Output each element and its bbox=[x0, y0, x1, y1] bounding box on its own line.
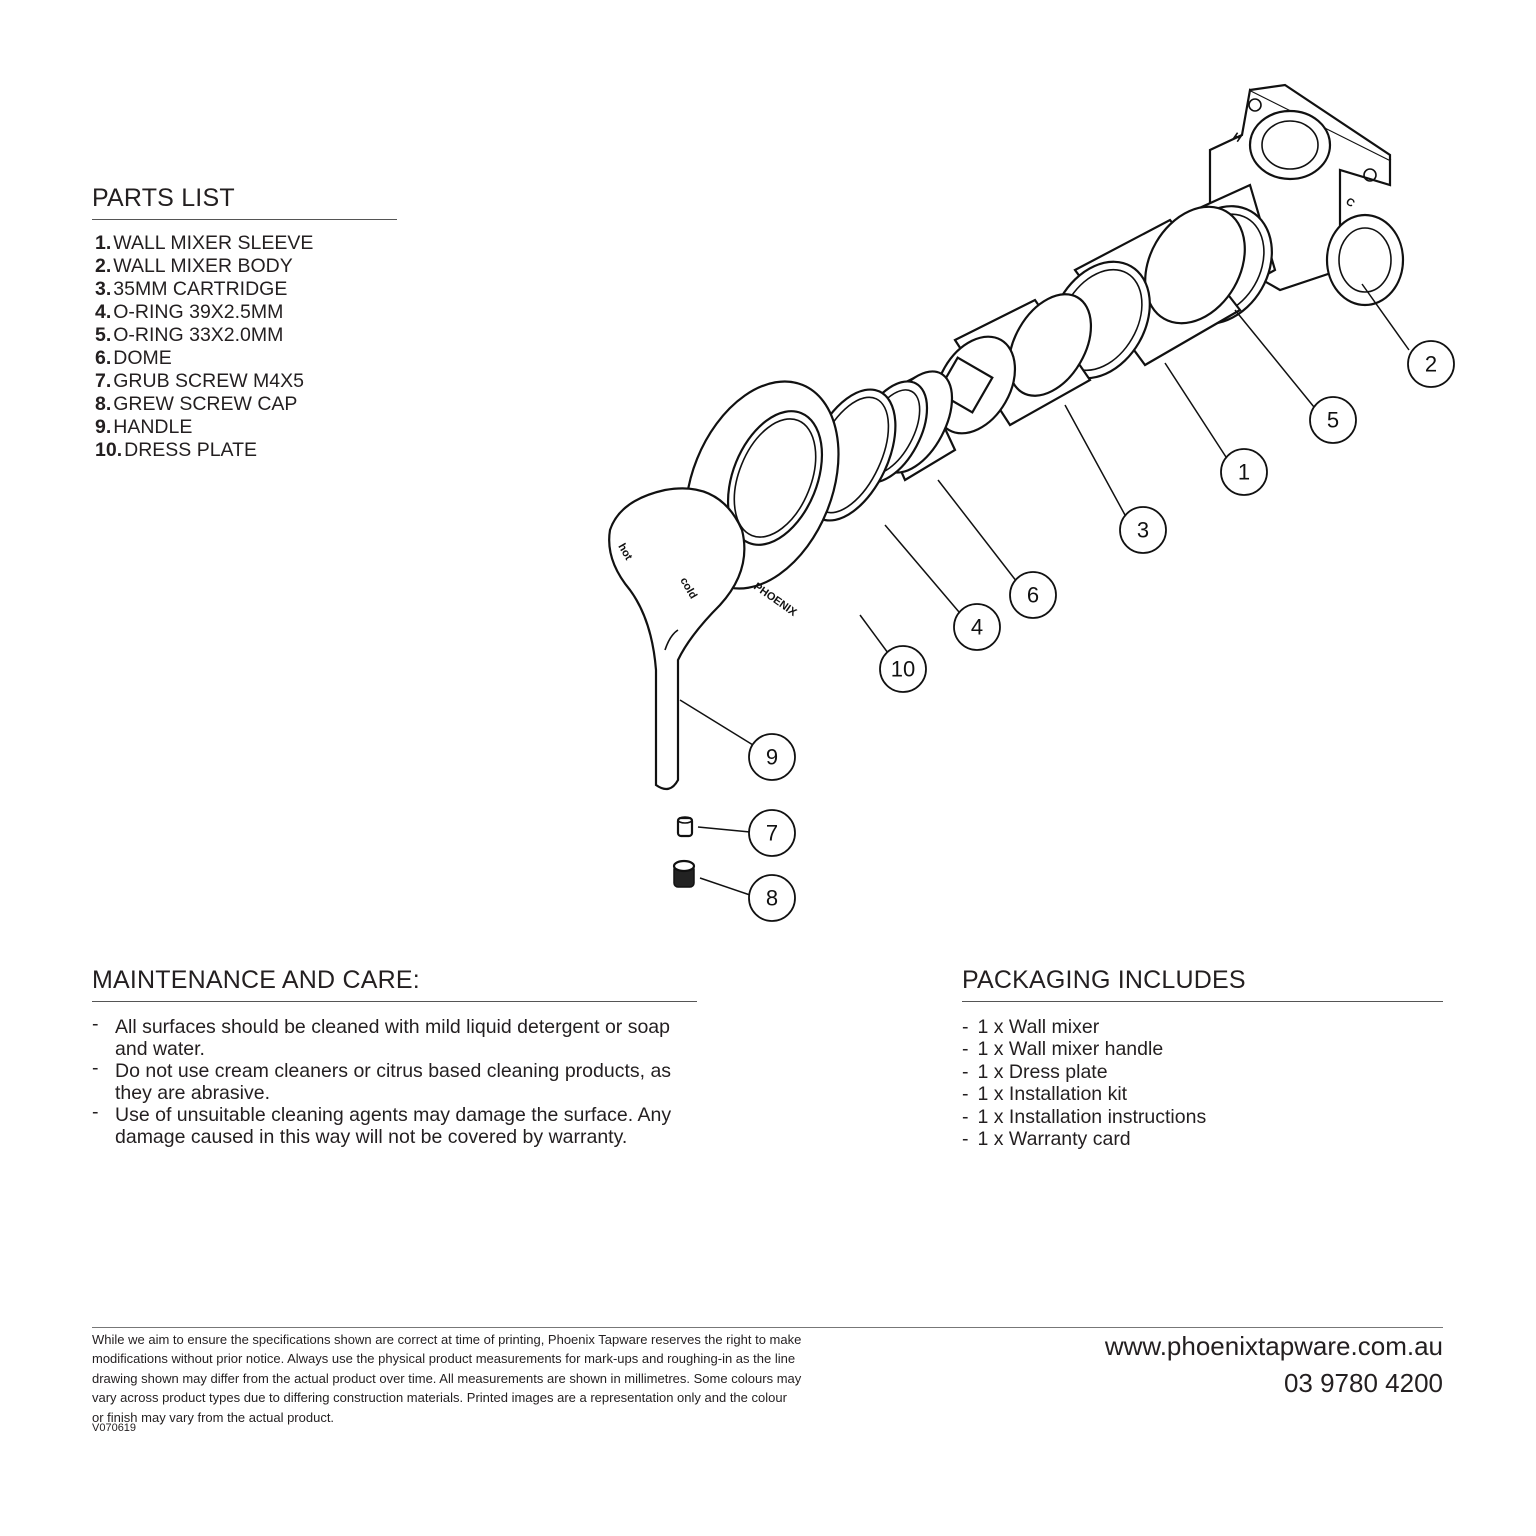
svg-text:1: 1 bbox=[1238, 460, 1250, 485]
part-number: 2. bbox=[95, 255, 112, 277]
leader-lines bbox=[679, 283, 1410, 896]
part-label: DOME bbox=[113, 347, 172, 369]
footer-divider bbox=[92, 1327, 1443, 1328]
maintenance-title: MAINTENANCE AND CARE: bbox=[92, 966, 697, 1002]
svg-text:2: 2 bbox=[1425, 352, 1437, 377]
parts-list-item: 7.GRUB SCREW M4X5 bbox=[95, 370, 397, 393]
part-number: 9. bbox=[95, 416, 112, 438]
grub-screw bbox=[676, 816, 694, 838]
svg-text:6: 6 bbox=[1027, 583, 1039, 608]
callout-7: 7 bbox=[748, 809, 796, 857]
part-label: GRUB SCREW M4X5 bbox=[113, 370, 304, 392]
parts-list-item: 8.GREW SCREW CAP bbox=[95, 393, 397, 416]
parts-list-item: 3.35MM CARTRIDGE bbox=[95, 278, 397, 301]
callout-8: 8 bbox=[748, 874, 796, 922]
part-number: 10. bbox=[95, 439, 123, 461]
maintenance-item: All surfaces should be cleaned with mild… bbox=[92, 1013, 697, 1060]
parts-list-item: 9.HANDLE bbox=[95, 416, 397, 439]
parts-list-title: PARTS LIST bbox=[92, 184, 397, 220]
packaging-list: 1 x Wall mixer 1 x Wall mixer handle 1 x… bbox=[962, 1016, 1443, 1150]
disclaimer-text: While we aim to ensure the specification… bbox=[92, 1332, 802, 1425]
callout-2: 2 bbox=[1407, 340, 1455, 388]
svg-text:8: 8 bbox=[766, 886, 778, 911]
dress-plate-brand: PHOENIX bbox=[751, 581, 799, 620]
part-label: GREW SCREW CAP bbox=[113, 393, 298, 415]
maintenance-section: MAINTENANCE AND CARE: All surfaces shoul… bbox=[92, 966, 697, 1148]
website-link[interactable]: www.phoenixtapware.com.au bbox=[1104, 1331, 1443, 1361]
packaging-item: 1 x Dress plate bbox=[962, 1061, 1443, 1083]
part-label: 35MM CARTRIDGE bbox=[113, 278, 288, 300]
svg-text:5: 5 bbox=[1327, 408, 1339, 433]
part-number: 4. bbox=[95, 301, 112, 323]
svg-text:9: 9 bbox=[766, 745, 778, 770]
contact-block: www.phoenixtapware.com.au 03 9780 4200 bbox=[1105, 1328, 1443, 1402]
callout-3: 3 bbox=[1119, 506, 1167, 554]
parts-list-item: 6.DOME bbox=[95, 347, 397, 370]
parts-list-item: 5.O-RING 33X2.0MM bbox=[95, 324, 397, 347]
callout-5: 5 bbox=[1309, 396, 1357, 444]
parts-list-items: 1.WALL MIXER SLEEVE 2.WALL MIXER BODY 3.… bbox=[95, 232, 397, 462]
maintenance-list: All surfaces should be cleaned with mild… bbox=[92, 1013, 697, 1148]
body-cold-mark: C bbox=[1343, 196, 1356, 210]
parts-list: PARTS LIST 1.WALL MIXER SLEEVE 2.WALL MI… bbox=[92, 184, 397, 462]
svg-text:7: 7 bbox=[766, 821, 778, 846]
callout-1: 1 bbox=[1220, 448, 1268, 496]
version-code: V070619 bbox=[92, 1422, 137, 1434]
maintenance-item: Use of unsuitable cleaning agents may da… bbox=[92, 1101, 697, 1148]
screw-cap bbox=[672, 859, 696, 888]
handle: hot cold bbox=[608, 487, 746, 791]
svg-text:4: 4 bbox=[971, 615, 983, 640]
svg-text:10: 10 bbox=[891, 657, 915, 682]
callout-9: 9 bbox=[748, 733, 796, 781]
phone-number: 03 9780 4200 bbox=[1283, 1368, 1443, 1398]
parts-list-item: 4.O-RING 39X2.5MM bbox=[95, 301, 397, 324]
packaging-item: 1 x Installation kit bbox=[962, 1083, 1443, 1105]
part-label: WALL MIXER BODY bbox=[113, 255, 293, 277]
callout-10: 10 bbox=[879, 645, 927, 693]
packaging-section: PACKAGING INCLUDES 1 x Wall mixer 1 x Wa… bbox=[962, 966, 1443, 1150]
maintenance-item: Do not use cream cleaners or citrus base… bbox=[92, 1057, 697, 1104]
part-number: 7. bbox=[95, 370, 112, 392]
part-number: 5. bbox=[95, 324, 112, 346]
parts-list-item: 10.DRESS PLATE bbox=[95, 439, 397, 462]
part-label: O-RING 33X2.0MM bbox=[113, 324, 284, 346]
svg-text:3: 3 bbox=[1137, 518, 1149, 543]
part-label: DRESS PLATE bbox=[124, 439, 258, 461]
part-label: O-RING 39X2.5MM bbox=[113, 301, 284, 323]
packaging-item: 1 x Wall mixer bbox=[962, 1016, 1443, 1038]
part-number: 3. bbox=[95, 278, 112, 300]
parts-list-item: 2.WALL MIXER BODY bbox=[95, 255, 397, 278]
part-label: HANDLE bbox=[113, 416, 193, 438]
part-number: 6. bbox=[95, 347, 112, 369]
packaging-item: 1 x Warranty card bbox=[962, 1128, 1443, 1150]
packaging-item: 1 x Installation instructions bbox=[962, 1106, 1443, 1128]
packaging-title: PACKAGING INCLUDES bbox=[962, 966, 1443, 1002]
callout-6: 6 bbox=[1009, 571, 1057, 619]
part-number: 1. bbox=[95, 232, 112, 254]
part-number: 8. bbox=[95, 393, 112, 415]
parts-list-item: 1.WALL MIXER SLEEVE bbox=[95, 232, 397, 255]
part-label: WALL MIXER SLEEVE bbox=[113, 232, 314, 254]
callout-4: 4 bbox=[953, 603, 1001, 651]
exploded-parts-diagram: H C PHOENIX hot bbox=[608, 83, 1455, 922]
packaging-item: 1 x Wall mixer handle bbox=[962, 1038, 1443, 1060]
